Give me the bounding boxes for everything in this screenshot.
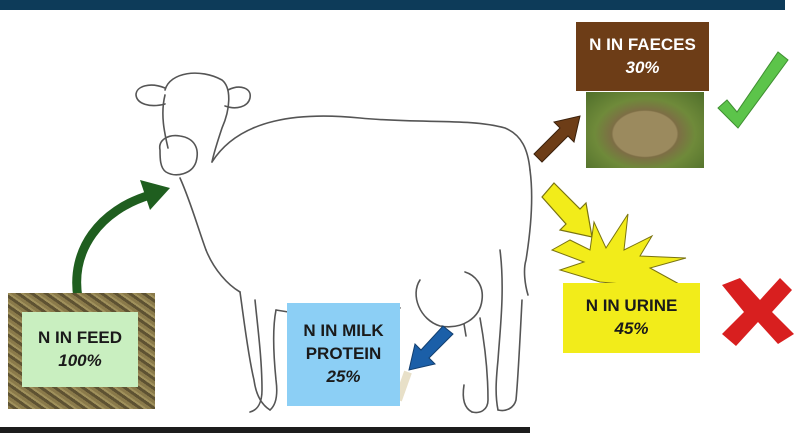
milk-label-line1: N IN MILK xyxy=(287,320,400,343)
urine-percentage: 45% xyxy=(563,318,700,341)
feed-label: N IN FEED xyxy=(22,327,138,350)
milk-percentage: 25% xyxy=(287,366,400,389)
faeces-photo xyxy=(586,92,704,168)
urine-label: N IN URINE xyxy=(563,295,700,318)
milk-node: N IN MILK PROTEIN 25% xyxy=(287,303,400,406)
faeces-arrow xyxy=(534,116,580,162)
bottom-image-strip xyxy=(0,427,530,433)
milk-label-line2: PROTEIN xyxy=(287,343,400,366)
faeces-node: N IN FAECES 30% xyxy=(576,22,709,91)
urine-node: N IN URINE 45% xyxy=(563,283,700,353)
cross-icon xyxy=(722,278,794,346)
feed-arrow xyxy=(77,180,170,298)
feed-node: N IN FEED 100% xyxy=(22,312,138,387)
milk-arrow xyxy=(409,326,453,370)
feed-percentage: 100% xyxy=(22,350,138,373)
check-icon xyxy=(718,52,788,128)
faeces-label: N IN FAECES xyxy=(576,34,709,57)
urine-arrow xyxy=(542,183,592,237)
faeces-percentage: 30% xyxy=(576,57,709,80)
